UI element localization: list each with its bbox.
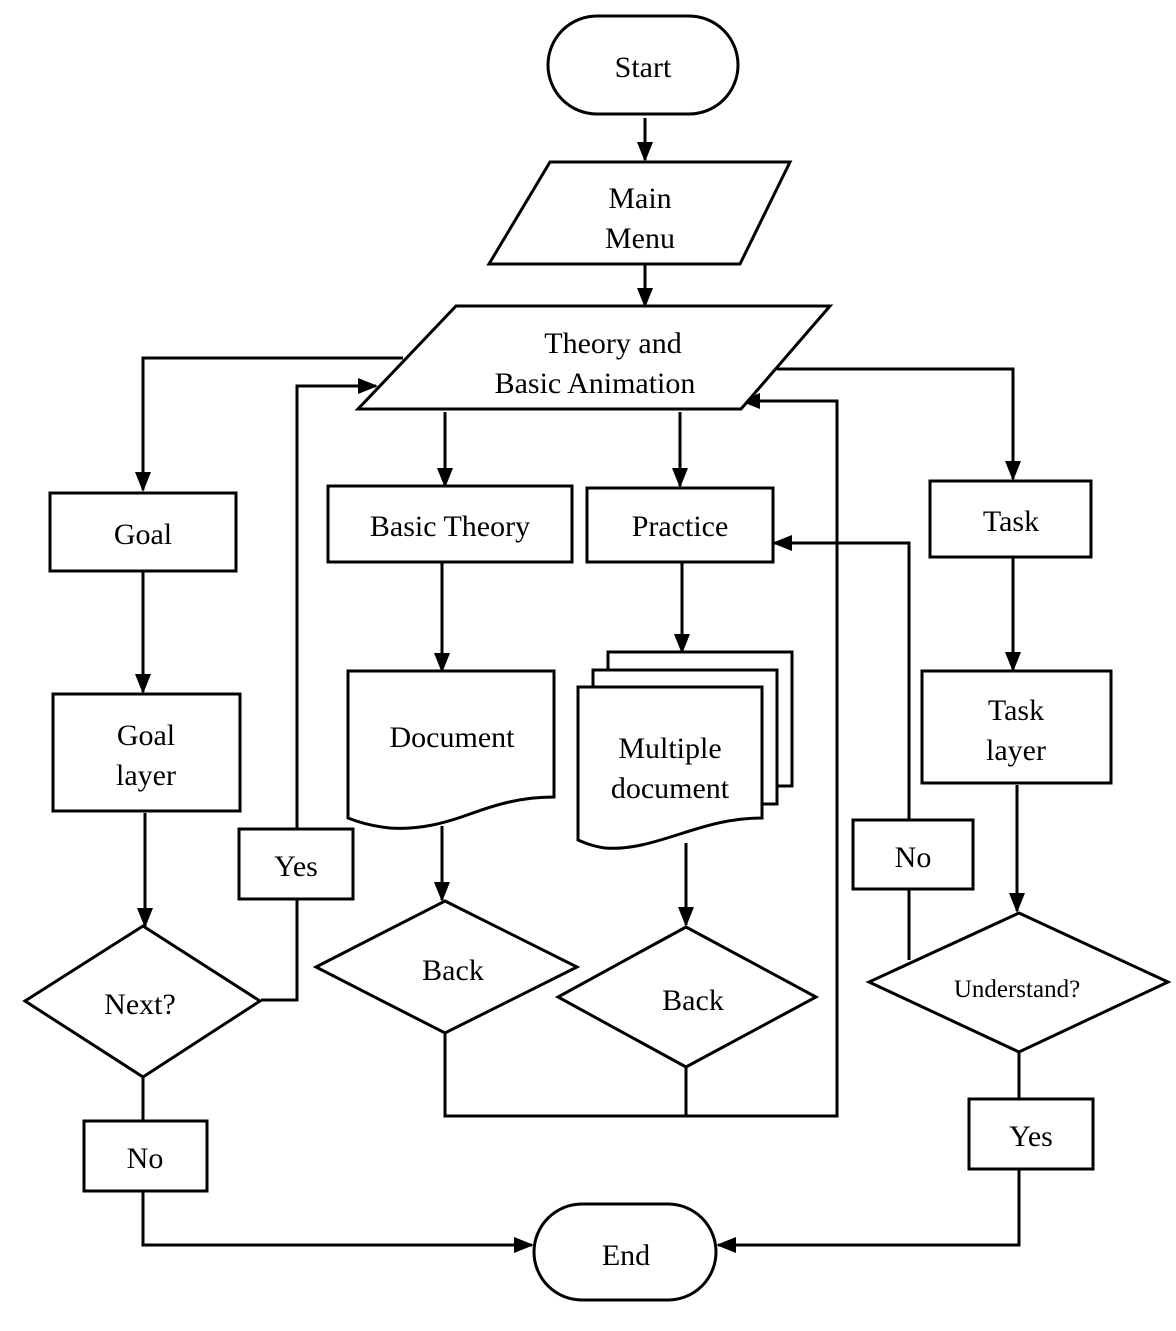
understand-decision-node: Understand? — [865, 911, 1172, 1054]
no-left-node: No — [82, 1119, 209, 1193]
basic-theory-label: Basic Theory — [370, 510, 530, 543]
edge-understand-no-to-practice — [772, 535, 911, 960]
theory-label-line1: Theory and — [544, 327, 681, 360]
edge-theory-to-task — [777, 367, 1021, 481]
theory-node: Theory and Basic Animation — [354, 304, 834, 411]
next-decision-label: Next? — [104, 988, 176, 1021]
goal-label: Goal — [114, 518, 172, 551]
start-node: Start — [546, 14, 740, 116]
practice-node: Practice — [585, 486, 775, 564]
main-menu-label-line1: Main — [608, 182, 671, 215]
task-layer-label-line1: Task — [988, 694, 1044, 727]
no-right-node: No — [851, 818, 975, 891]
main-menu-node: Main Menu — [486, 160, 793, 266]
task-node: Task — [928, 479, 1093, 559]
goal-layer-node: Goal layer — [51, 692, 242, 813]
no-left-label: No — [127, 1142, 164, 1175]
edge-next-yes-to-theory — [261, 378, 378, 1002]
yes-left-node: Yes — [237, 827, 355, 901]
back-2-decision-node: Back — [554, 925, 820, 1069]
back-2-label: Back — [662, 984, 724, 1017]
document-node: Document — [346, 669, 556, 830]
end-node: End — [532, 1202, 718, 1302]
understand-decision-label: Understand? — [954, 976, 1080, 1003]
end-label: End — [602, 1239, 650, 1272]
basic-theory-node: Basic Theory — [326, 484, 574, 564]
connectors — [135, 118, 1025, 1253]
main-menu-label-line2: Menu — [605, 222, 675, 255]
goal-layer-label-line2: layer — [116, 759, 176, 792]
goal-node: Goal — [48, 491, 238, 573]
yes-right-node: Yes — [967, 1097, 1095, 1171]
document-label: Document — [390, 721, 516, 754]
goal-layer-label-line1: Goal — [117, 719, 175, 752]
multiple-document-label-line2: document — [611, 772, 730, 805]
back-1-decision-node: Back — [312, 899, 581, 1035]
task-layer-label-line2: layer — [986, 734, 1046, 767]
theory-label-line2: Basic Animation — [495, 367, 696, 400]
multiple-document-label-line1: Multiple — [618, 732, 721, 765]
practice-label: Practice — [632, 510, 729, 543]
no-right-label: No — [895, 841, 932, 874]
multiple-document-node: Multiple document — [576, 650, 794, 850]
start-label: Start — [615, 51, 672, 84]
task-label: Task — [983, 505, 1039, 538]
next-decision-node: Next? — [22, 924, 263, 1079]
yes-right-label: Yes — [1009, 1120, 1053, 1153]
edge-backs-return-to-theory — [443, 393, 839, 1118]
back-1-label: Back — [422, 954, 484, 987]
task-layer-node: Task layer — [920, 669, 1113, 785]
edge-theory-to-goal — [135, 356, 403, 492]
yes-left-label: Yes — [274, 850, 318, 883]
